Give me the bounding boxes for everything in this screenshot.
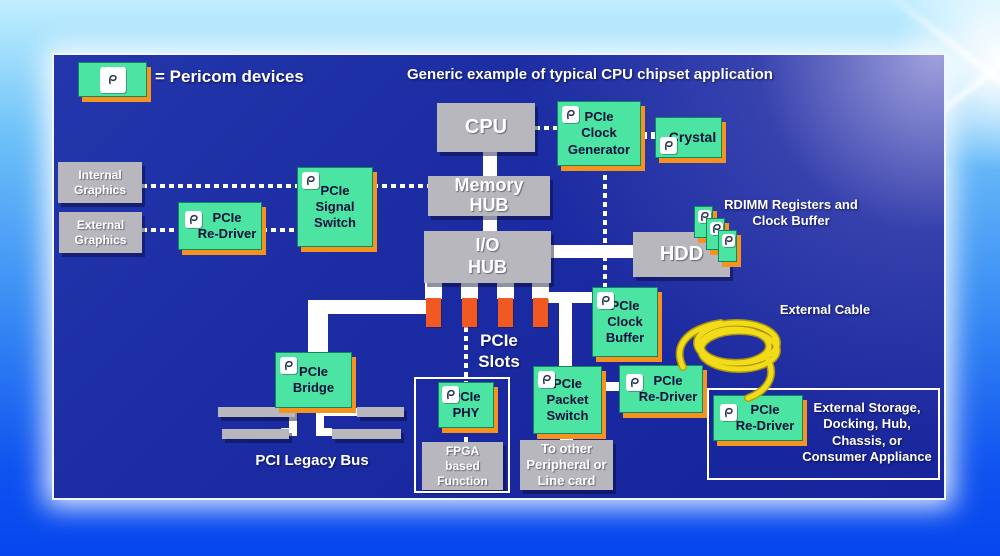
pericom-phy: PCIe PHY [438, 382, 494, 428]
wire-bus-hook-right [324, 428, 332, 436]
phy-group-outline [414, 377, 510, 493]
pericom-logo-icon [562, 106, 579, 123]
bus-bar [332, 429, 401, 439]
pcie-slots-label: PCIe Slots [478, 331, 520, 372]
slot-stub [532, 283, 549, 299]
wire-bus-hook-top [324, 408, 357, 416]
pci-legacy-bus-label: PCI Legacy Bus [255, 452, 369, 469]
wire-packetswitch-peripheral [560, 432, 573, 442]
wire-elbow-horizontal [310, 300, 432, 314]
pericom-redriver-external: PCIe Re-Driver [713, 395, 803, 441]
pericom-clock-generator: PCIe Clock Generator [557, 101, 641, 166]
external-cable-label: External Cable [779, 302, 871, 317]
pericom-logo-icon [720, 404, 737, 421]
block-memory-hub: Memory HUB [428, 175, 550, 216]
wire-down-packetswitch [559, 296, 572, 367]
pericom-clock-buffer: PCIe Clock Buffer [592, 287, 658, 357]
bus-bar [357, 407, 404, 417]
pericom-logo-icon [185, 211, 202, 228]
bus-bar [222, 429, 289, 439]
pericom-logo-icon [597, 292, 614, 309]
rdimm-label: RDIMM Registers and Clock Buffer [724, 197, 858, 229]
pericom-redriver-left: PCIe Re-Driver [178, 202, 262, 250]
pcie-slot [533, 298, 548, 327]
pericom-packet-switch: PCIe Packet Switch [533, 366, 602, 434]
dash-phy-fpga [464, 428, 468, 442]
external-storage-outline [707, 388, 940, 480]
dash-redriver-signalswitch [262, 228, 297, 232]
page-title: Generic example of typical CPU chipset a… [407, 66, 773, 83]
block-external-graphics: External Graphics [59, 212, 142, 253]
block-internal-graphics: Internal Graphics [58, 162, 142, 203]
dash-slot-phy [464, 327, 468, 382]
wire-memhub-iohub [483, 216, 497, 232]
slot-stub [461, 283, 478, 299]
pericom-logo-icon [722, 234, 735, 247]
legend-label: = Pericom devices [155, 67, 304, 86]
pericom-logo-icon [99, 66, 126, 93]
legend-pericom-box [78, 62, 147, 97]
wire-bridge-bus-left [289, 408, 297, 436]
dash-signalswitch-memhub [373, 184, 428, 188]
pericom-bridge: PCIe Bridge [275, 352, 352, 408]
wire-iohub-hdd [551, 245, 633, 258]
pcie-slot [426, 298, 441, 327]
bus-bar [218, 407, 295, 417]
pericom-signal-switch: PCIe Signal Switch [297, 167, 373, 247]
external-cable-coil [675, 319, 781, 402]
wire-cpu-memhub [483, 152, 497, 178]
wire-bridge-bus-right [316, 408, 324, 436]
dash-cpu-clockgen [535, 126, 557, 130]
pericom-logo-icon [280, 357, 297, 374]
dash-clockgen-crystal [641, 132, 655, 139]
pericom-logo-icon [442, 386, 459, 403]
block-to-other-peripheral: To other Peripheral or Line card [520, 440, 613, 490]
dash-intgfx-signalswitch [142, 184, 297, 188]
pericom-redriver-mid: PCIe Re-Driver [619, 365, 703, 413]
external-storage-label: External Storage, Docking, Hub, Chassis,… [802, 400, 932, 464]
dash-clockgen-clockbuffer [603, 166, 607, 287]
pericom-logo-icon [626, 374, 643, 391]
pericom-logo-icon [538, 371, 555, 388]
wire-packetswitch-redriver [602, 382, 620, 391]
wire-elbow-to-bridge [308, 300, 328, 353]
pcie-slot [462, 298, 477, 327]
slot-stub [497, 283, 514, 299]
pcie-slot [498, 298, 513, 327]
pericom-logo-icon [302, 172, 319, 189]
pericom-crystal: Crystal [655, 117, 722, 158]
slot-stub [425, 283, 442, 299]
pericom-logo-icon [660, 137, 677, 154]
block-io-hub: I/O HUB [424, 231, 551, 283]
block-cpu: CPU [437, 103, 535, 152]
block-fpga-function: FPGA based Function [422, 442, 503, 490]
rdimm-card [718, 230, 737, 262]
dash-extgfx-redriver [142, 228, 178, 232]
